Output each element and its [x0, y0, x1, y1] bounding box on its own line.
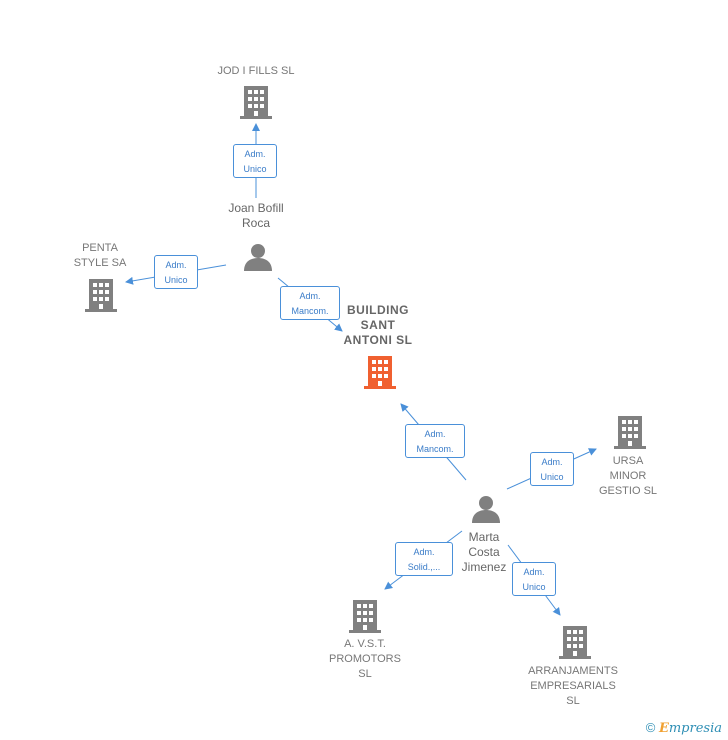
role-badge-marta-avst[interactable]: Adm. Solid.,...	[395, 542, 453, 576]
building-icon[interactable]	[559, 624, 591, 660]
role-badge-joan-jod[interactable]: Adm. Unico	[233, 144, 277, 178]
person-icon[interactable]	[471, 494, 501, 524]
company-label-penta: PENTA STYLE SA	[73, 242, 127, 269]
role-badge-joan-building[interactable]: Adm. Mancom.	[280, 286, 340, 320]
building-icon[interactable]	[240, 84, 272, 120]
role-badge-marta-arranjaments[interactable]: Adm. Unico	[512, 562, 556, 596]
person-label-marta: Marta Costa Jimenez	[461, 530, 507, 574]
person-label-joan: Joan Bofill Roca	[228, 201, 284, 230]
brand-logo: Empresia	[658, 721, 722, 736]
company-label-building: BUILDING SANT ANTONI SL	[343, 303, 413, 347]
role-badge-joan-penta[interactable]: Adm. Unico	[154, 255, 198, 289]
company-label-ursa: URSA MINOR GESTIO SL	[598, 455, 658, 497]
building-icon[interactable]	[364, 354, 396, 390]
company-label-avst: A. V.S.T. PROMOTORS SL	[329, 638, 401, 680]
role-badge-marta-building[interactable]: Adm. Mancom.	[405, 424, 465, 458]
company-label-jod: JOD I FILLS SL	[217, 65, 295, 77]
person-icon[interactable]	[243, 242, 273, 272]
company-label-arranjaments: ARRANJAMENTS EMPRESARIALS SL	[528, 665, 618, 707]
building-icon[interactable]	[349, 598, 381, 634]
role-badge-marta-ursa[interactable]: Adm. Unico	[530, 452, 574, 486]
building-icon[interactable]	[85, 277, 117, 313]
brand-footer: © Empresia	[646, 720, 722, 736]
copyright-symbol: ©	[645, 720, 656, 735]
building-icon[interactable]	[614, 414, 646, 450]
